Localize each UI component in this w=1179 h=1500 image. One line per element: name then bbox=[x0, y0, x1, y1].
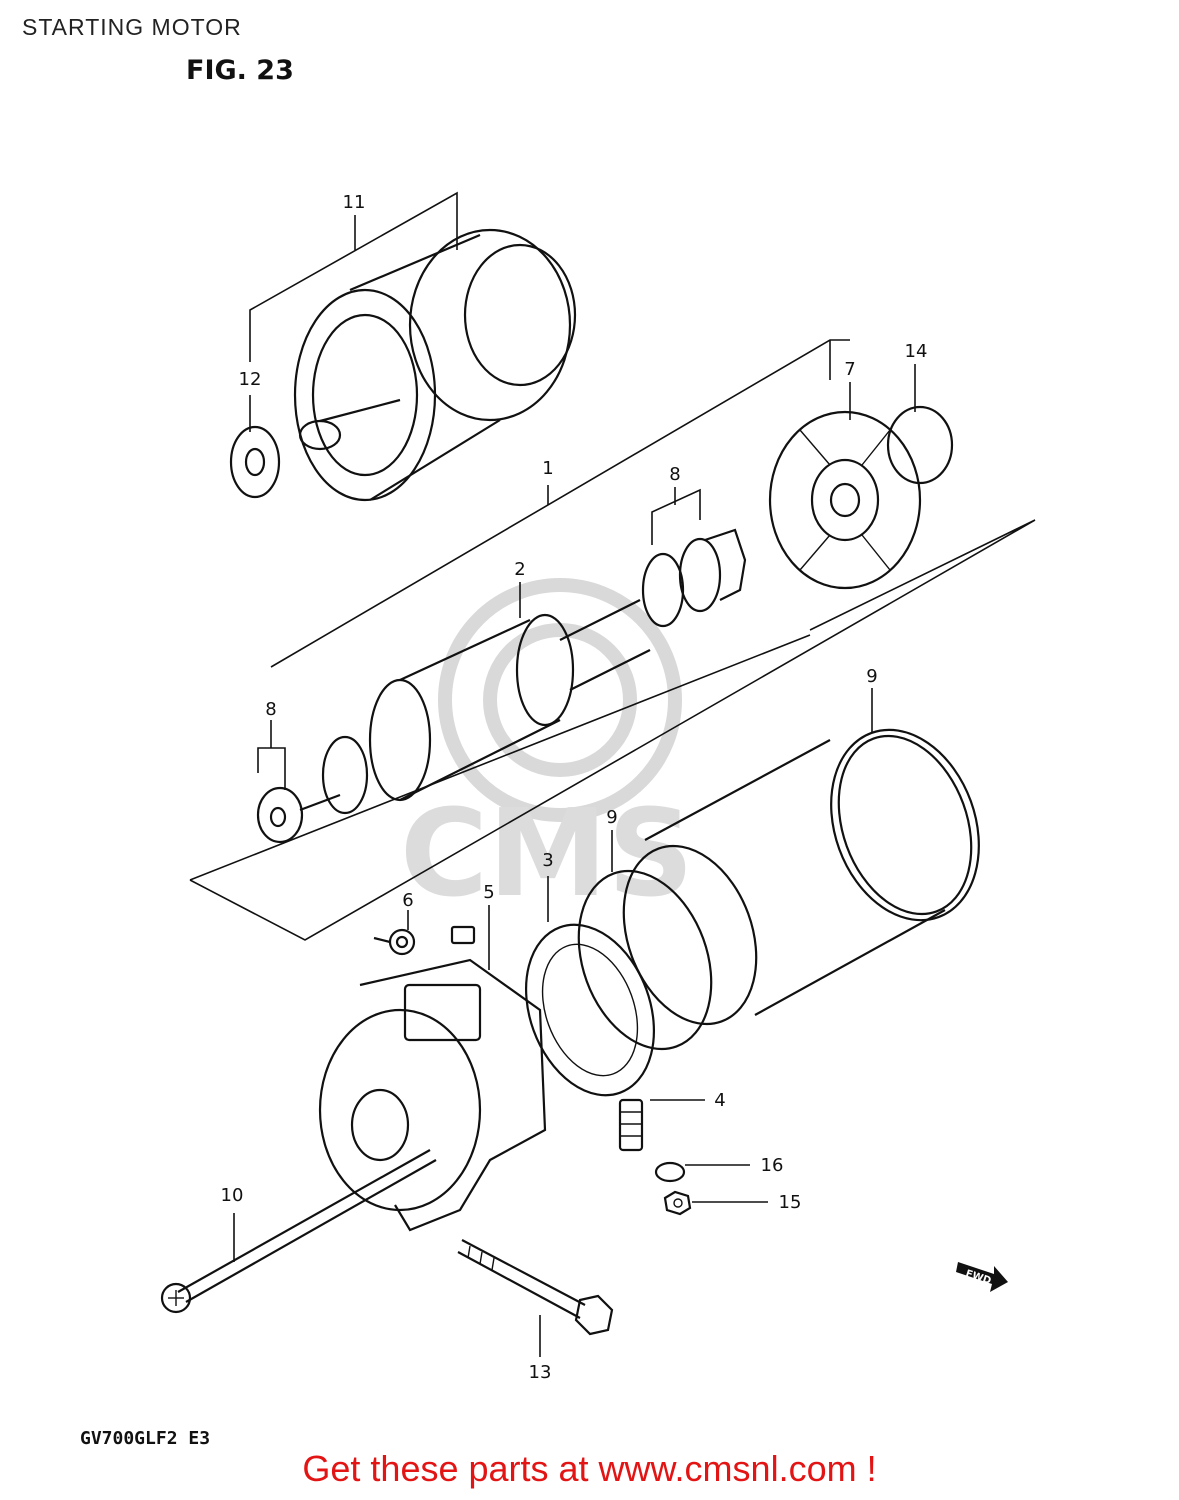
callout-9-lower: 9 bbox=[606, 807, 617, 828]
callout-6: 6 bbox=[402, 890, 413, 911]
terminal-washer bbox=[654, 1161, 686, 1183]
group-frame-1 bbox=[270, 339, 850, 668]
page-title: STARTING MOTOR bbox=[22, 14, 242, 40]
callout-13: 13 bbox=[529, 1362, 552, 1383]
callout-8-left: 8 bbox=[265, 699, 276, 720]
callout-2: 2 bbox=[514, 559, 525, 580]
through-bolt bbox=[160, 1149, 437, 1314]
end-cover bbox=[768, 410, 922, 590]
callout-7: 7 bbox=[844, 359, 855, 380]
watermark-text: CMS bbox=[400, 785, 694, 924]
yoke-housing bbox=[622, 734, 973, 1026]
o-ring bbox=[886, 405, 954, 485]
fwd-arrow-icon: FWD bbox=[956, 1262, 1008, 1292]
bushing-right bbox=[641, 528, 747, 628]
callout-5: 5 bbox=[483, 882, 494, 903]
brush-spring bbox=[373, 928, 416, 956]
rear-housing bbox=[318, 958, 547, 1232]
group-frame-armature bbox=[189, 519, 1036, 941]
fwd-label: FWD bbox=[964, 1268, 992, 1287]
callout-16: 16 bbox=[761, 1155, 784, 1176]
callout-14: 14 bbox=[905, 341, 928, 362]
thrust-washer bbox=[229, 425, 281, 499]
terminal-nut bbox=[663, 1190, 692, 1216]
bushing-left bbox=[256, 786, 304, 844]
mounting-bolt bbox=[457, 1239, 614, 1336]
armature bbox=[299, 599, 651, 815]
callout-3: 3 bbox=[542, 850, 553, 871]
terminal-bolt bbox=[618, 1098, 644, 1152]
figure-label: FIG. 23 bbox=[186, 55, 294, 86]
brush-holder bbox=[524, 923, 656, 1097]
callout-4: 4 bbox=[714, 1090, 725, 1111]
callout-12: 12 bbox=[239, 369, 262, 390]
watermark-logo: CMS bbox=[400, 578, 694, 924]
o-ring-lower bbox=[577, 869, 713, 1051]
carbon-brush bbox=[450, 925, 476, 945]
callout-9-upper: 9 bbox=[866, 666, 877, 687]
callout-10: 10 bbox=[221, 1185, 244, 1206]
callout-8-right: 8 bbox=[669, 464, 680, 485]
model-code: GV700GLF2 E3 bbox=[80, 1428, 211, 1449]
promo-link[interactable]: Get these parts at www.cmsnl.com ! bbox=[302, 1448, 877, 1489]
callout-11: 11 bbox=[343, 192, 366, 213]
callout-1: 1 bbox=[542, 458, 553, 479]
pinion-gear-assembly bbox=[293, 228, 577, 502]
o-ring-upper bbox=[830, 728, 980, 922]
group-frame-11 bbox=[249, 191, 458, 362]
callout-15: 15 bbox=[779, 1192, 802, 1213]
